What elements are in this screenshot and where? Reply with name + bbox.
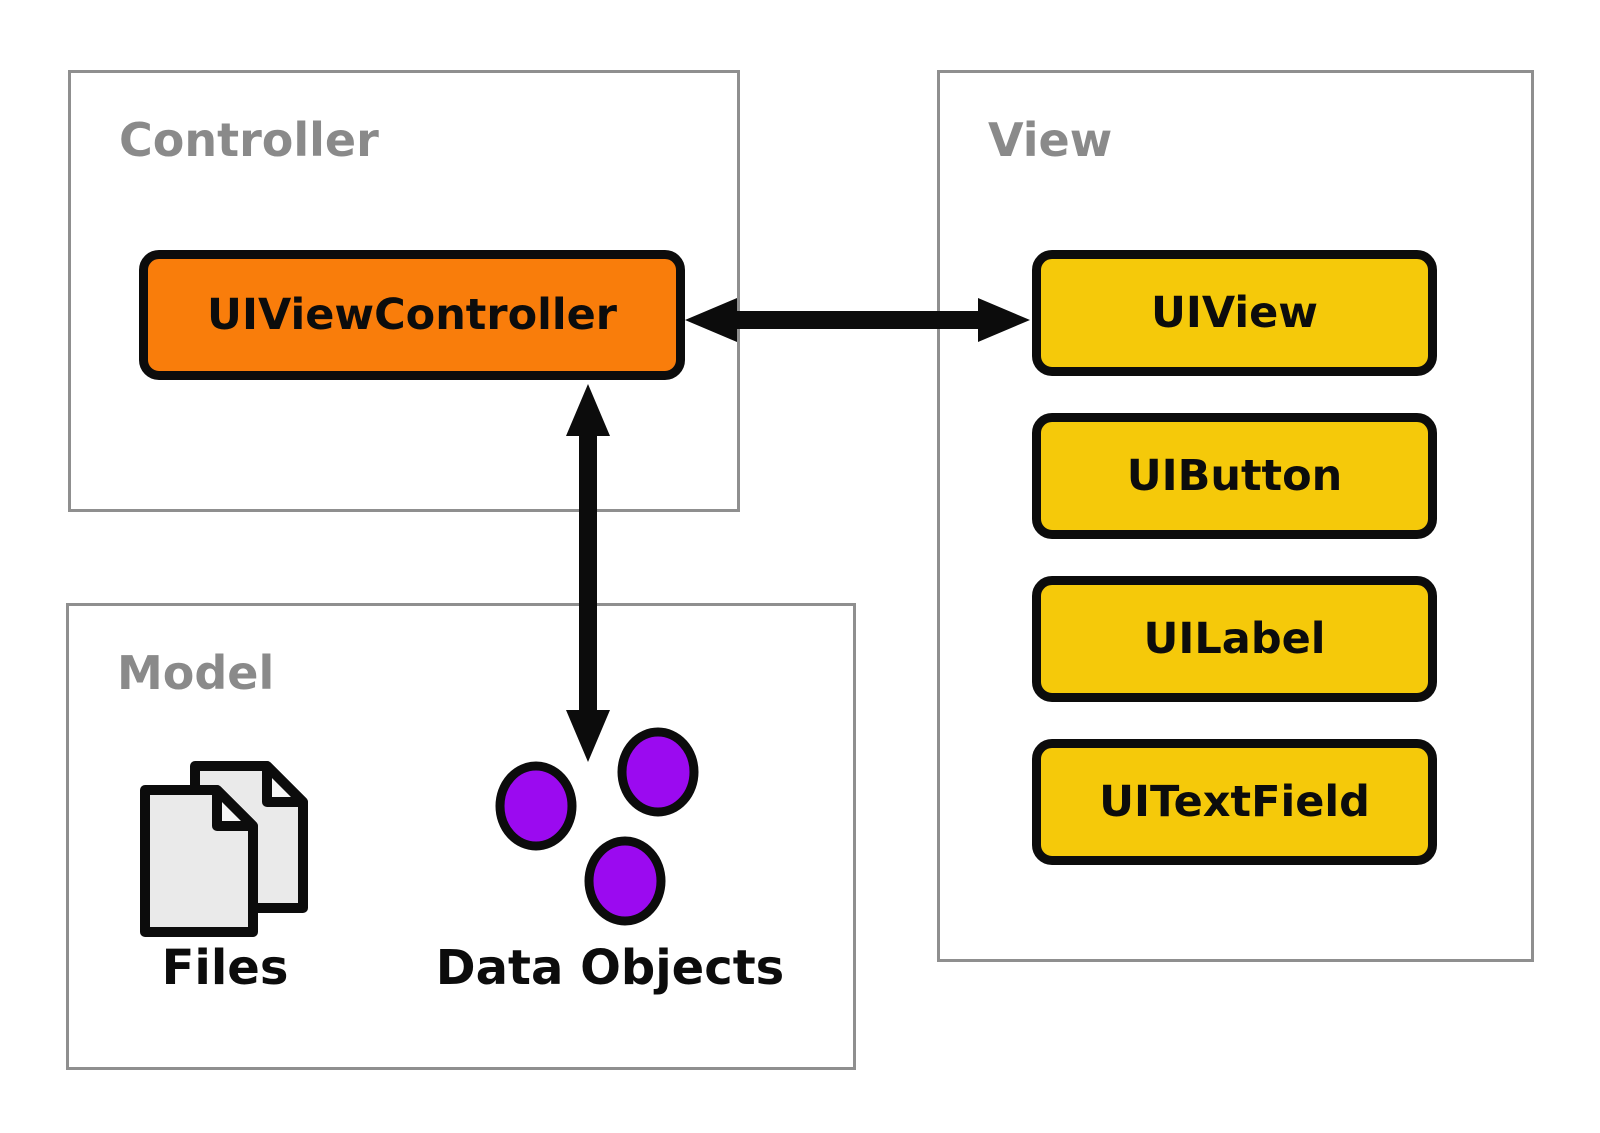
- data-objects-icon: [495, 727, 699, 926]
- uitextfield-node-label: UITextField: [1099, 777, 1370, 827]
- files-icon: [140, 761, 308, 937]
- uilabel-node-label: UILabel: [1143, 614, 1326, 664]
- uiviewcontroller-node-label: UIViewController: [207, 290, 617, 340]
- uibutton-node-label: UIButton: [1126, 451, 1343, 501]
- data-objects-caption: Data Objects: [435, 940, 785, 996]
- files-caption: Files: [161, 940, 289, 996]
- uiviewcontroller-node: UIViewController: [139, 250, 685, 380]
- uiview-node: UIView: [1032, 250, 1437, 376]
- view-panel-label: View: [988, 113, 1113, 167]
- uitextfield-node: UITextField: [1032, 739, 1437, 865]
- controller-model-double-arrow-icon: [566, 384, 610, 762]
- uibutton-node: UIButton: [1032, 413, 1437, 539]
- uilabel-node: UILabel: [1032, 576, 1437, 702]
- controller-panel-label: Controller: [119, 113, 379, 167]
- uiview-node-label: UIView: [1150, 288, 1319, 338]
- controller-view-double-arrow-icon: [685, 298, 1030, 342]
- model-panel-label: Model: [117, 646, 275, 700]
